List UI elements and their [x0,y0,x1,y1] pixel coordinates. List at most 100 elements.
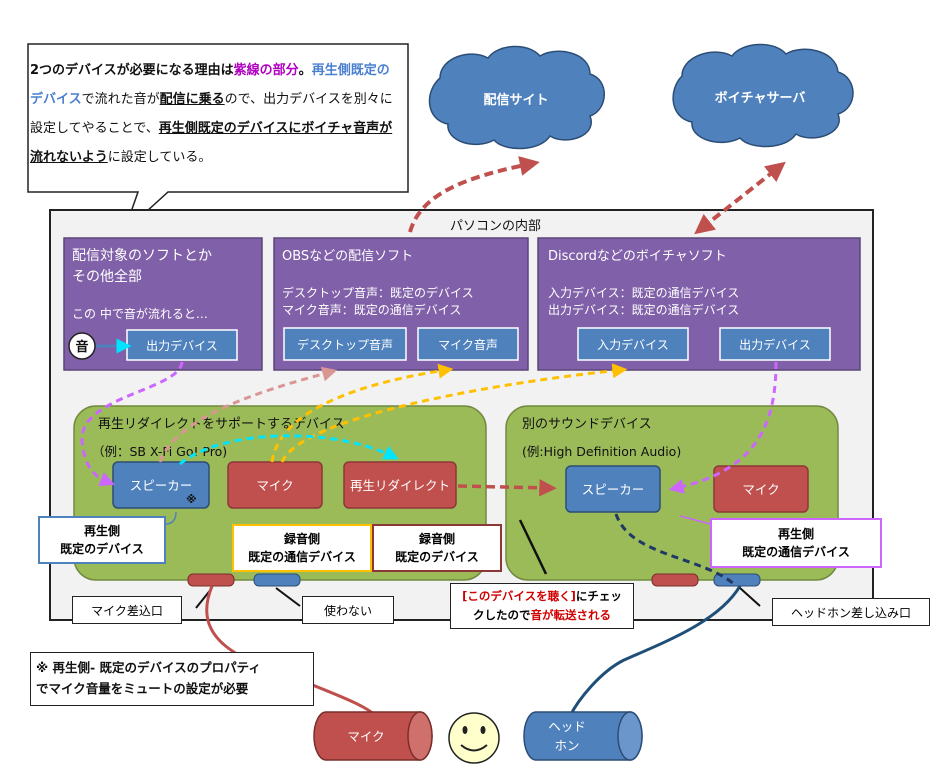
cloud-stream-site-label: 配信サイト [483,92,548,108]
callout-purple: 紫線の部分 [233,63,299,78]
label-record-default: 録音側 既定のデバイス [372,524,502,572]
obs-title: OBSなどの配信ソフト [282,249,413,264]
discord-input-device-button[interactable] [577,327,689,361]
jack-headphone-redirect [253,573,301,587]
smiley-face-icon [448,712,500,764]
arrow-speaker-to-headphone [614,513,735,586]
arrow-discord-voicechat [694,161,786,235]
arrow-obs-to-stream [408,156,540,233]
label-playback-comm-line1: 再生側 [777,527,814,541]
arrow-discord-out-to-speaker [668,361,778,494]
redirect-mic-button[interactable] [227,461,323,509]
discord-output-device-button[interactable] [719,327,831,361]
pc-title: パソコンの内部 [450,218,541,234]
obs-desktop-audio-label: デスクトップ音声 [297,337,393,352]
arrow-speaker-tail [165,511,177,525]
note-line1: ※ 再生側- 既定のデバイスのプロパティ [36,660,261,675]
discord-output-device-label: 出力デバイス [739,337,811,352]
callout-part1: 2つのデバイスが必要になる理由は [30,63,234,78]
note-box [30,652,314,706]
jack-mic-other [651,573,699,587]
label-record-comm-line2: 既定の通信デバイス [248,550,356,564]
label-headphone-jack-text: ヘッドホン差し込み口 [790,605,911,620]
discord-desc-1: 入力デバイス：既定の通信デバイス [548,285,739,300]
obs-desktop-audio-button[interactable] [283,327,407,361]
discord-desc-2: 出力デバイス：既定の通信デバイス [548,302,739,317]
target-software-desc: この 中で音が流れると… [72,306,208,321]
callout-underlined-2: 再生側既定のデバイスにボイチャ音声が流れないよう [30,121,393,165]
listen-line1-red: [このデバイスを聴く] [462,589,576,603]
cloud-stream-site: 配信サイト [428,45,605,150]
callout-text: 2つのデバイスが必要になる理由は紫線の部分。再生側既定のデバイスで流れた音が配信… [30,56,402,172]
listen-line2-red: 音が転送される [530,608,612,622]
label-playback-comm-line2: 既定の通信デバイス [742,545,850,559]
label-playback-default-line2: 既定のデバイス [60,542,144,556]
sound-circle-label: 音 [75,339,88,355]
mic-peripheral-label: マイク [347,729,384,744]
obs-mic-audio-label: マイク音声 [438,337,498,352]
label-listen-to-device: [このデバイスを聴く]にチェッ クしたので音が転送される [450,583,634,629]
redirect-speaker-mark: ※ [186,493,197,506]
sound-circle [68,332,96,360]
discord-input-device-label: 入力デバイス [597,337,669,352]
leader-listen [518,519,548,575]
label-mic-jack: マイク差込口 [72,596,182,624]
callout-part9: に設定している。 [107,150,212,165]
label-mic-jack-text: マイク差込口 [91,603,163,618]
redirect-speaker-label: スピーカー [130,478,193,493]
discord-title: Discordなどのボイチャソフト [548,249,727,264]
leader-unused [275,587,301,607]
mic-peripheral: マイク [313,711,433,761]
playback-redirect-button[interactable] [343,461,457,509]
label-unused: 使わない [302,596,394,624]
label-unused-text: 使わない [323,603,372,618]
listen-line-1: [このデバイスを聴く]にチェッ [462,587,622,606]
leader-headphone-jack [739,587,761,607]
label-playback-default: 再生側 既定のデバイス [38,516,166,564]
redirect-mic-label: マイク [256,478,293,493]
headphone-label-2: ホン [554,738,579,753]
jack-mic-redirect [187,573,235,587]
note-line2: でマイク音量をミュートの設定が必要 [36,681,249,696]
callout-part7: ので、出力デバイスを別々に設定してやることで、 [30,92,393,136]
cloud-voice-chat-server-label: ボイチャサーバ [715,90,806,106]
label-headphone-jack: ヘッドホン差し込み口 [772,598,930,626]
redirect-device-example: （例：SB X-Fi Go! Pro) [92,444,227,459]
other-device-example: (例:High Definition Audio) [522,444,681,459]
obs-mic-audio-button[interactable] [417,327,519,361]
callout-underlined-1: 配信に乗る [159,92,225,107]
label-playback-comm: 再生側 既定の通信デバイス [710,518,882,568]
callout-blue: 再生側既定のデバイス [30,63,390,107]
label-playback-default-line1: 再生側 [83,524,120,538]
listen-line-2: クしたので音が転送される [473,606,611,625]
playback-redirect-label: 再生リダイレクト [350,478,450,493]
target-output-device-label: 出力デバイス [146,338,218,353]
other-device-title: 別のサウンドデバイス [522,416,652,432]
label-record-comm-line1: 録音側 [283,532,320,546]
headphone-cable [568,585,742,717]
arrow-redirect-to-other-speaker [457,479,557,497]
obs-desc-2: マイク音声：既定の通信デバイス [282,302,461,317]
obs-desc-1: デスクトップ音声：既定のデバイス [282,285,474,300]
jack-headphone-other [713,573,761,587]
listen-line2-rest: クしたので [473,608,531,622]
target-software-title-2: その他全部 [72,268,142,285]
headphone-peripheral: ヘッド ホン [523,711,643,761]
target-output-device-button[interactable] [126,329,238,361]
listen-line1-rest: にチェッ [575,589,622,603]
arrow-output-to-speaker [80,361,184,487]
target-software-title-1: 配信対象のソフトとか [72,248,212,264]
label-record-comm: 録音側 既定の通信デバイス [232,524,372,572]
cloud-voice-chat-server: ボイチャサーバ [672,43,854,148]
other-speaker-button[interactable] [565,465,661,513]
other-mic-button[interactable] [713,465,809,513]
callout-part5: で流れた音が [81,92,160,107]
label-record-default-line1: 録音側 [418,532,455,546]
other-mic-label: マイク [742,482,779,497]
note-text: ※ 再生側- 既定のデバイスのプロパティ でマイク音量をミュートの設定が必要 [36,657,326,699]
headphone-label-1: ヘッド [548,719,586,734]
callout-part3: 。 [298,63,312,78]
arrow-mic-to-obs-mic [270,363,454,463]
redirect-device-title: 再生リダイレクトをサポートするデバイス [98,416,345,432]
